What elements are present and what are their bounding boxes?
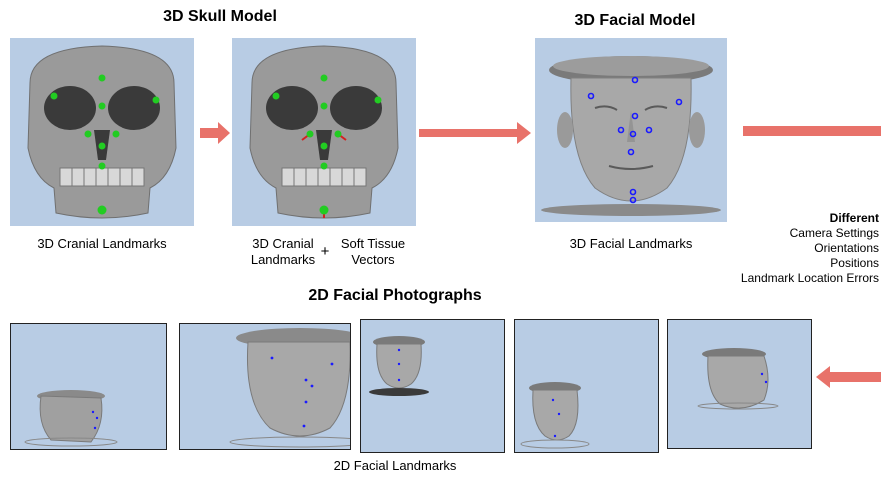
difference-camera-settings: Camera Settings: [680, 226, 879, 241]
cranial-landmarks-line1: 3D Cranial: [238, 236, 328, 252]
facial-model-title: 3D Facial Model: [530, 12, 740, 30]
photo-5-face: [668, 320, 811, 448]
arrow-vectors-to-face: [419, 122, 531, 144]
photo-5: [667, 319, 812, 449]
soft-tissue-vectors-panel: [232, 38, 416, 226]
differences-header: Different: [680, 211, 879, 226]
plus-sign: +: [316, 244, 334, 260]
cranial-landmarks-label-2: 3D Cranial Landmarks: [238, 236, 328, 268]
photo-4-face: [515, 320, 658, 452]
difference-landmark-errors: Landmark Location Errors: [680, 271, 879, 286]
soft-tissue-vectors-label: Soft Tissue Vectors: [334, 236, 412, 268]
photos-title: 2D Facial Photographs: [250, 287, 540, 305]
skull-image: [10, 38, 194, 226]
skull-vectors-image: [232, 38, 416, 226]
arrow-face-to-right: [743, 126, 881, 136]
soft-tissue-line1: Soft Tissue: [334, 236, 412, 252]
skull-model-title: 3D Skull Model: [110, 8, 330, 26]
photo-2: [179, 323, 351, 450]
facial-landmarks-2d-label: 2D Facial Landmarks: [290, 458, 500, 474]
face-image: [535, 38, 727, 222]
arrow-skull-to-vectors: [200, 122, 230, 144]
photo-2-face: [180, 324, 350, 449]
difference-orientations: Orientations: [680, 241, 879, 256]
photo-1-face: [11, 324, 166, 449]
photo-3: [360, 319, 505, 453]
differences-list: Different Camera Settings Orientations P…: [680, 211, 879, 286]
facial-model-panel: [535, 38, 727, 222]
soft-tissue-line2: Vectors: [334, 252, 412, 268]
arrow-right-to-photos: [816, 366, 881, 388]
photo-3-face: [361, 320, 504, 452]
photo-4: [514, 319, 659, 453]
difference-positions: Positions: [680, 256, 879, 271]
skull-landmarks-panel: [10, 38, 194, 226]
cranial-landmarks-line2: Landmarks: [238, 252, 328, 268]
photo-1: [10, 323, 167, 450]
cranial-landmarks-label: 3D Cranial Landmarks: [10, 236, 194, 252]
